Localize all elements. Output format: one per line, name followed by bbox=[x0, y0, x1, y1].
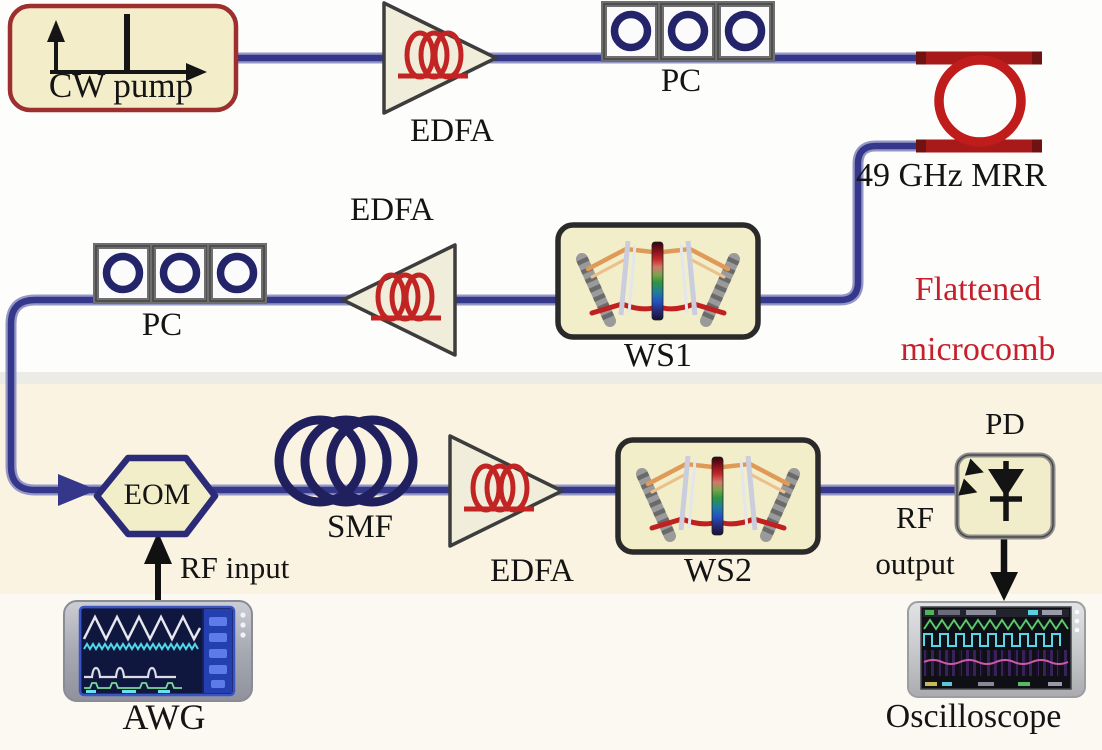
flattened-microcomb-annotation-line2: microcomb bbox=[900, 331, 1056, 368]
rf-output-label-line2: output bbox=[875, 546, 955, 581]
edfa-bottom-label: EDFA bbox=[490, 553, 574, 589]
ring-resonator-icon bbox=[934, 55, 1026, 147]
awg-screen bbox=[82, 614, 202, 689]
ws2-node bbox=[618, 440, 818, 552]
pc-top-node bbox=[604, 4, 772, 59]
awg-buttons bbox=[209, 617, 227, 688]
mrr-label: 49 GHz MRR bbox=[856, 157, 1047, 194]
rf-input-label: RF input bbox=[180, 550, 290, 585]
rf-output-label-line1: RF bbox=[896, 500, 934, 535]
mrr-node bbox=[916, 51, 1042, 153]
rf-output-arrow bbox=[990, 535, 1018, 601]
edfa-mid-label: EDFA bbox=[350, 192, 434, 228]
smf-coil-node bbox=[274, 415, 418, 507]
scope-statusbar bbox=[925, 610, 1062, 615]
pd-node bbox=[954, 452, 1056, 540]
pd-label: PD bbox=[985, 406, 1025, 441]
pc-mid-label: PC bbox=[141, 307, 183, 343]
ws1-node bbox=[558, 225, 758, 337]
edfa-top-label: EDFA bbox=[410, 113, 494, 149]
oscilloscope-label: Oscilloscope bbox=[885, 698, 1062, 735]
ws1-label: WS1 bbox=[624, 337, 692, 374]
photodiode-icon bbox=[958, 458, 1024, 521]
pc-mid-node bbox=[96, 246, 264, 301]
eom-label: EOM bbox=[123, 478, 191, 511]
rf-input-arrow bbox=[144, 532, 172, 604]
cw-pump-node bbox=[7, 3, 239, 113]
oscilloscope-node bbox=[907, 601, 1086, 698]
smf-label: SMF bbox=[326, 509, 394, 545]
awg-label: AWG bbox=[122, 697, 206, 737]
scope-bottom-labels bbox=[925, 682, 1062, 686]
pc-top-label: PC bbox=[660, 63, 702, 99]
cw-pump-label: CW pump bbox=[48, 66, 194, 105]
laser-spectrum-icon bbox=[50, 14, 188, 74]
scope-screen bbox=[923, 618, 1069, 676]
awg-node bbox=[63, 600, 253, 702]
eom-node bbox=[93, 454, 219, 538]
ws2-label: WS2 bbox=[684, 552, 752, 589]
fiber-arrow bbox=[58, 474, 97, 506]
flattened-microcomb-annotation-line1: Flattened bbox=[914, 271, 1042, 308]
